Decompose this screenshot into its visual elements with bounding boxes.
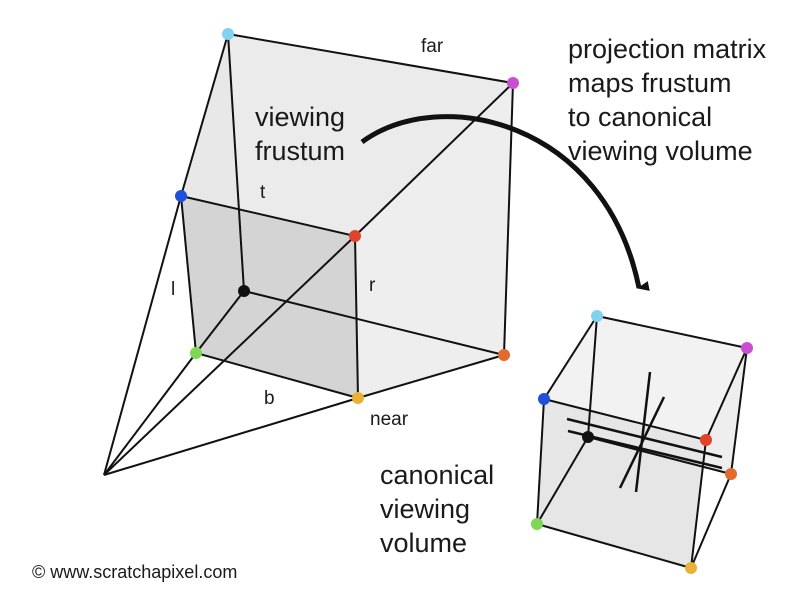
frustum-right-plane [355,83,513,398]
vertex-far-bottom-right [498,349,510,361]
cube-vertex-front-bottom-left [531,518,543,530]
viewing-frustum-caption: viewing frustum [255,102,345,166]
vertex-near-top-right [349,230,361,242]
frustum-side-edges [180,33,514,399]
cube-edges [536,315,748,569]
projection-line4: viewing volume [568,136,753,166]
frustum-apex-rays [103,195,359,476]
canonical-line1: canonical [380,460,494,490]
cube-vertex-back-bottom-left [582,431,594,443]
label-l: l [171,279,175,300]
canonical-caption: canonical viewing volume [380,460,494,558]
label-far: far [421,36,444,57]
vertex-far-top-left [222,28,234,40]
label-near: near [370,409,409,430]
label-t: t [260,182,266,203]
vertex-near-top-left [175,190,187,202]
projection-caption: projection matrix maps frustum to canoni… [568,34,767,166]
cube-vertex-front-bottom-right [685,562,697,574]
projection-line3: to canonical [568,102,712,132]
vertex-far-bottom-left [238,285,250,297]
vertex-near-bottom-left [190,347,202,359]
cube-vertex-back-top-right [741,342,753,354]
canonical-line2: viewing [380,494,470,524]
vertex-far-top-right [507,77,519,89]
mapping-arrow [360,114,650,291]
label-b: b [264,388,275,409]
cube-vertex-front-top-right [700,434,712,446]
projection-line2: maps frustum [568,68,732,98]
far-plane-edges [227,33,514,356]
cube-vertex-back-top-left [591,310,603,322]
viewing-frustum-line2: frustum [255,136,345,166]
viewing-frustum-line1: viewing [255,102,345,132]
cube-vertex-back-bottom-right [725,468,737,480]
label-r: r [369,275,376,296]
canonical-line3: volume [380,528,467,558]
canonical-cube [531,310,753,574]
projection-line1: projection matrix [568,34,767,64]
cube-vertex-front-top-left [538,393,550,405]
frustum: far t l r b near [103,28,519,476]
vertex-near-bottom-right [352,392,364,404]
copyright-text: © www.scratchapixel.com [32,562,237,582]
